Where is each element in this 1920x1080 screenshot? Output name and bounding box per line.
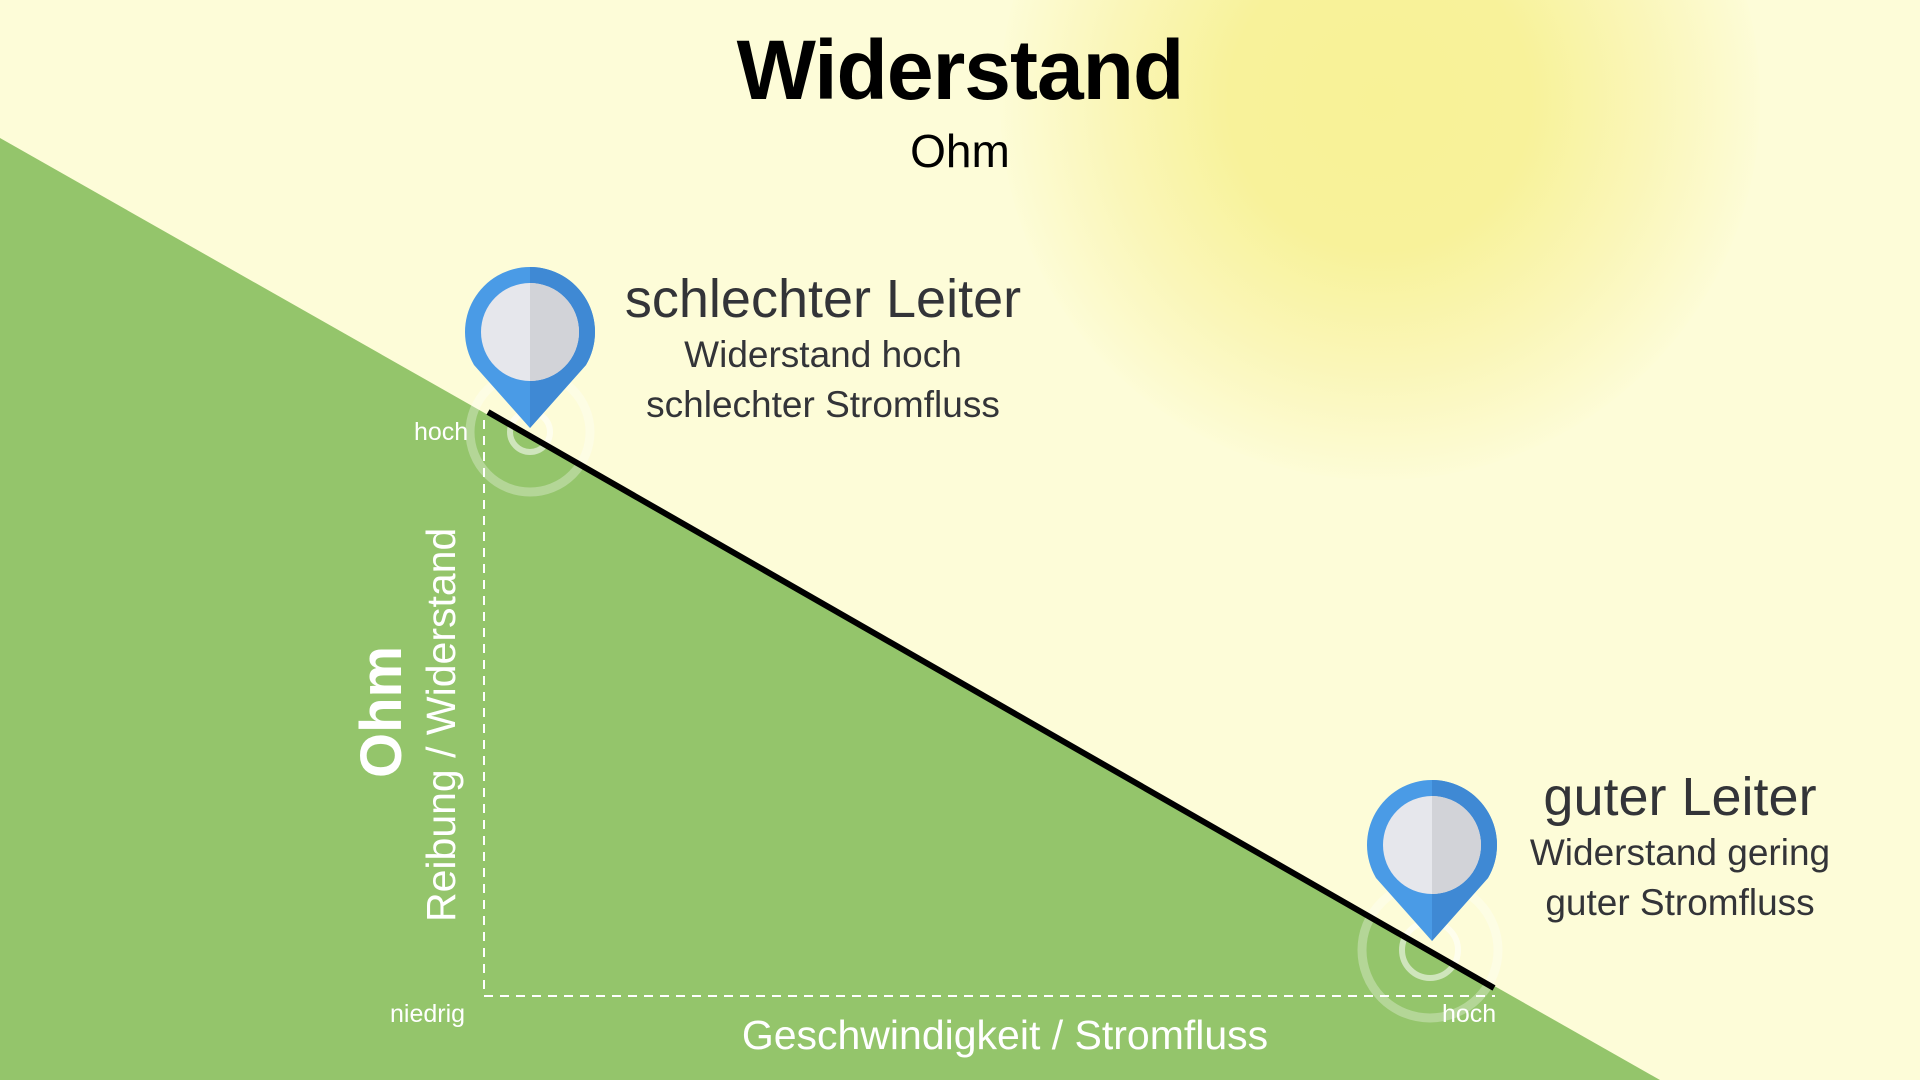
resistance-trend-line (486, 409, 1496, 991)
y-axis-label: Reibung / Widerstand (418, 527, 464, 922)
bad-conductor-heading: schlechter Leiter (624, 269, 1022, 329)
origin-label: niedrig (390, 1000, 466, 1028)
good-conductor-info: guter Leiter Widerstand gering guter Str… (1500, 766, 1860, 928)
bad-conductor-line-2: schlechter Stromfluss (646, 384, 1000, 425)
x-axis-label: Geschwindigkeit / Stromfluss (741, 1012, 1269, 1058)
map-pin-icon (1367, 780, 1497, 941)
bad-conductor-info: schlechter Leiter Widerstand hoch schlec… (600, 268, 1046, 430)
bad-conductor-line-1: Widerstand hoch (684, 334, 962, 375)
page-title: Widerstand (736, 23, 1185, 117)
page-subtitle: Ohm (910, 125, 1010, 177)
y-axis-unit: Ohm (349, 645, 414, 778)
map-pin-icon (465, 267, 595, 428)
good-conductor-heading: guter Leiter (1543, 767, 1817, 827)
good-conductor-line-1: Widerstand gering (1529, 832, 1831, 873)
x-axis-high-label: hoch (1442, 1000, 1497, 1028)
y-axis-high-label: hoch (414, 418, 469, 446)
good-conductor-line-2: guter Stromfluss (1545, 882, 1815, 923)
